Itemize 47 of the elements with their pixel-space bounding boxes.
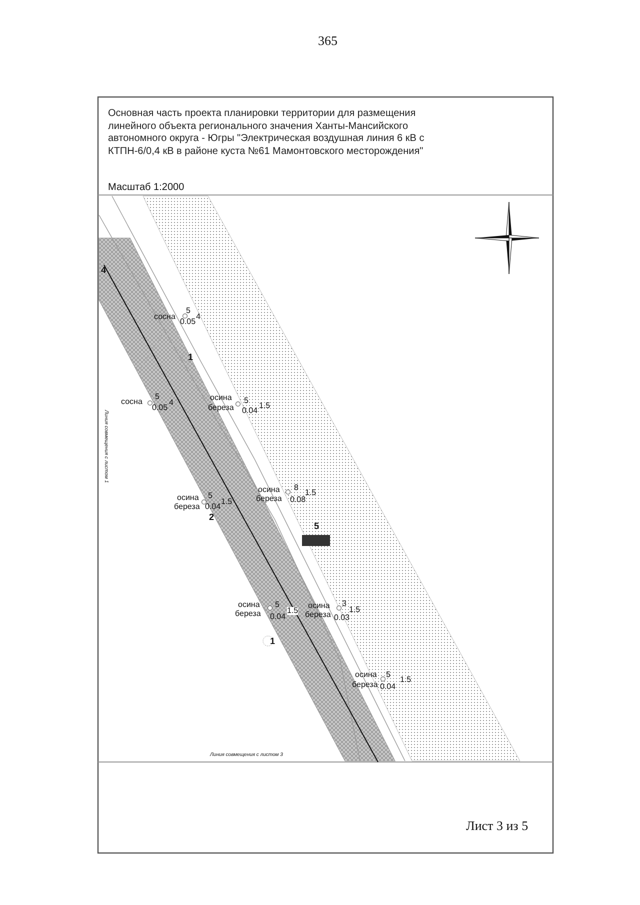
trunk-diameter: 0.05 — [180, 318, 196, 326]
tree-count: 5 — [386, 671, 390, 679]
tree-count: 5 — [186, 307, 190, 315]
tree-height: 1.5 — [349, 606, 360, 614]
trunk-diameter: 0.04 — [242, 407, 258, 415]
trunk-diameter: 0.04 — [380, 683, 396, 691]
point-number: 2 — [209, 513, 214, 522]
point-number: 1 — [270, 637, 276, 646]
trunk-diameter: 0.03 — [334, 614, 350, 622]
tree-height: 4 — [169, 399, 174, 407]
tree-species: осина — [258, 486, 280, 494]
tree-species: береза — [352, 681, 378, 689]
tree-height: 1.5 — [305, 489, 316, 497]
tree-height: 1.5 — [221, 498, 232, 506]
tree-species: береза — [256, 495, 282, 503]
trunk-diameter: 0.04 — [205, 503, 221, 511]
trunk-diameter: 0.08 — [290, 496, 306, 504]
tree-species: осина — [238, 601, 260, 609]
point-number: 4 — [101, 266, 106, 275]
tree-species: осина — [210, 394, 232, 402]
title-text: Основная часть проекта планировки территории для размещения линейного объекта регионального значения Ханты-Мансийского автономного округа - Югры "Электрическая воздушная линия 6 кВ с КТПН-6/0,4 кВ в районе куста №61 Мамонтовского месторождения" — [108, 108, 426, 158]
tree-species: береза — [305, 611, 331, 619]
sheet-number: Лист 3 из 5 — [466, 819, 528, 832]
trunk-diameter: 0.04 — [270, 613, 286, 621]
scale-text: Масштаб 1:2000 — [108, 183, 184, 193]
tree-species: осина — [355, 671, 377, 679]
page-number: 365 — [318, 34, 338, 47]
tree-height: 1.5 — [400, 676, 412, 684]
tree-count: 5 — [208, 492, 212, 500]
tree-count: 5 — [275, 601, 280, 609]
tree-species: береза — [174, 503, 200, 511]
tree-count: 5 — [155, 393, 160, 401]
tree-species: осина — [308, 602, 330, 610]
tree-species: береза — [235, 610, 261, 618]
tree-count: 5 — [244, 397, 248, 405]
tree-count: 8 — [294, 484, 298, 492]
tree-species: осина — [177, 494, 199, 502]
point-number: 1 — [188, 353, 194, 362]
tree-species: сосна — [154, 313, 176, 321]
trunk-diameter: 0.05 — [152, 404, 168, 412]
tree-species: береза — [208, 404, 234, 412]
tree-height: 1.5 — [259, 402, 270, 410]
point-number: 5 — [314, 522, 320, 531]
tree-count: 3 — [342, 600, 346, 608]
tree-species: сосна — [121, 398, 142, 406]
tree-height: 1.5 — [287, 607, 298, 615]
tree-height: 4 — [196, 313, 200, 321]
